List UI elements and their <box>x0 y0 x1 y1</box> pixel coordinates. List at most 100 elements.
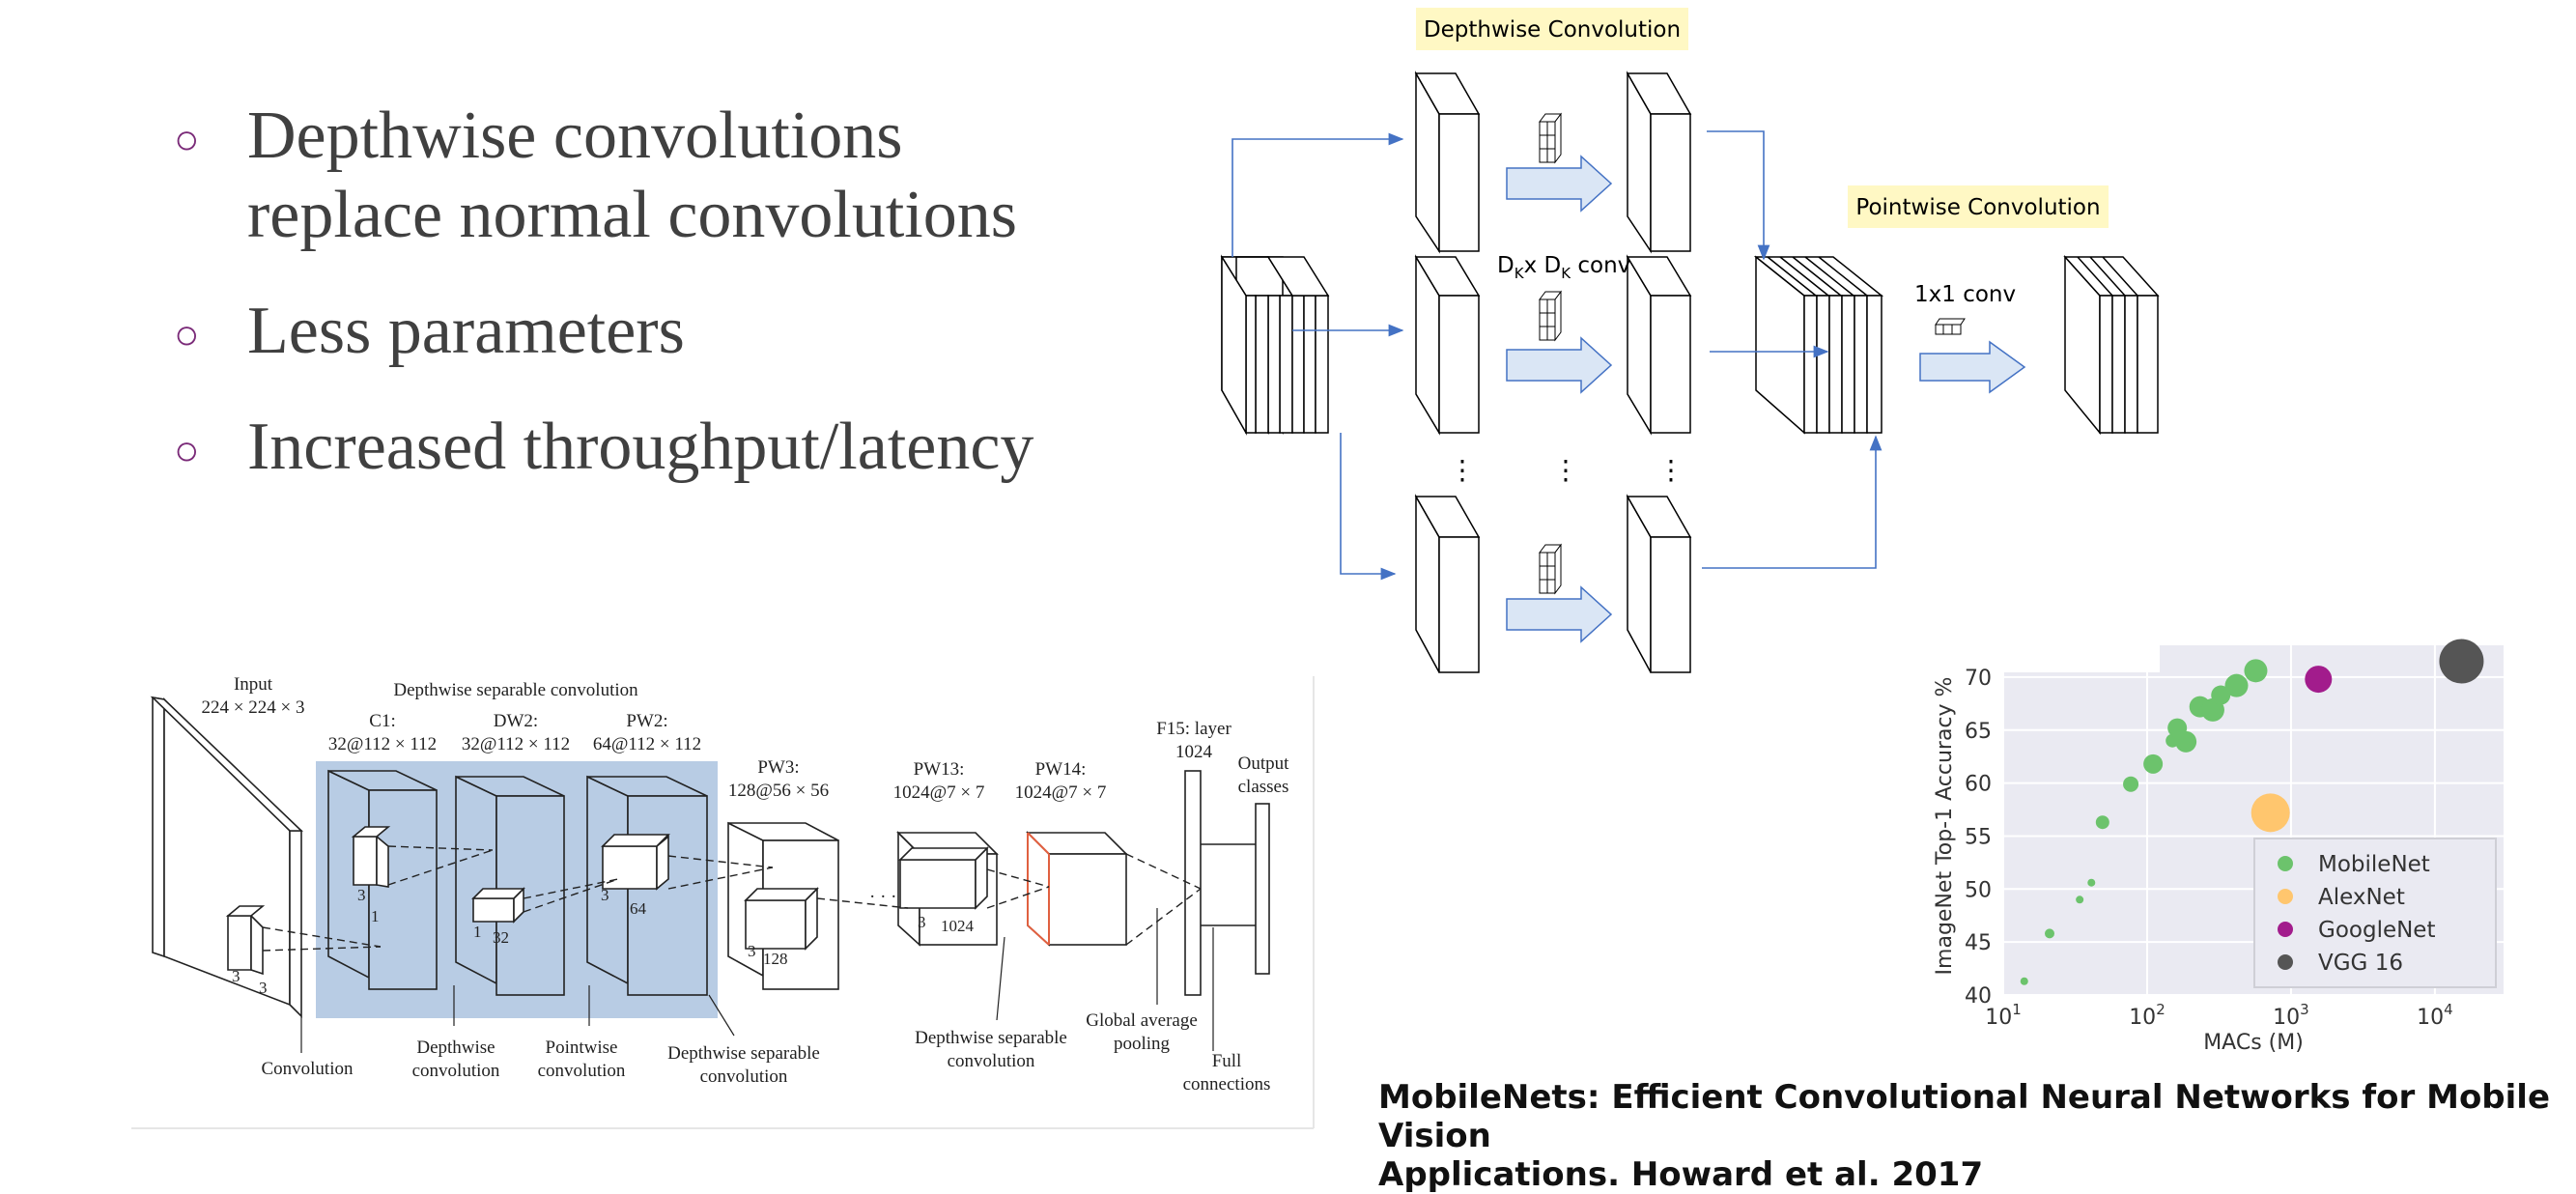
pw2-layer <box>627 795 708 996</box>
data-point <box>2020 977 2028 985</box>
bullet-item: ○ Increased throughput/latency <box>174 408 1140 487</box>
convolution-label: Convolution <box>261 1059 354 1079</box>
circle-bullet-icon: ○ <box>174 427 200 474</box>
y-tick-label: 50 <box>1965 878 1992 902</box>
one-by-one-conv-label: 1x1 conv <box>1914 282 2016 307</box>
depthwise-title: Depthwise Convolution <box>1424 17 1681 43</box>
pointwise-conv-label: Pointwise <box>546 1038 618 1058</box>
legend-label: AlexNet <box>2318 885 2405 910</box>
pw13-label: PW13: <box>914 759 965 780</box>
kernel-dim: 3 <box>259 979 268 997</box>
depthwise-title-box <box>1416 8 1688 50</box>
y-tick-label: 55 <box>1965 825 1992 849</box>
f15-layer <box>1184 770 1202 996</box>
c1-layer <box>368 789 438 990</box>
f15-label: F15: layer <box>1156 719 1231 739</box>
legend-label: GoogleNet <box>2318 918 2435 943</box>
output-slab <box>1626 494 1692 673</box>
dsc-label-4: convolution <box>948 1051 1035 1071</box>
block-arrow <box>1506 585 1613 643</box>
ellipsis: ⋮ <box>1657 454 1684 486</box>
pw3-label: PW3: <box>757 757 799 778</box>
data-point <box>2211 685 2231 705</box>
channel-slab <box>1414 254 1481 436</box>
data-point <box>2175 730 2197 753</box>
depthwise-conv-label-2: convolution <box>412 1061 500 1081</box>
data-point <box>2087 878 2096 887</box>
legend-label: MobileNet <box>2318 852 2430 877</box>
dsc-label: Depthwise separable <box>667 1043 820 1064</box>
bullet-item: ○ Less parameters <box>174 292 1140 371</box>
bullet-list: ○ Depthwise convolutions replace normal … <box>174 97 1140 524</box>
pw14-label: PW14: <box>1035 759 1087 780</box>
pw3-dims: 128@56 × 56 <box>728 781 829 801</box>
input-layer <box>152 696 165 958</box>
dw2-dims: 32@112 × 112 <box>462 734 570 754</box>
data-point <box>2045 928 2055 939</box>
full-conn-label: Full <box>1212 1051 1242 1071</box>
y-axis-label: ImageNet Top-1 Accuracy % <box>1933 677 1957 976</box>
kernel-icon <box>1539 543 1562 595</box>
legend-label: VGG 16 <box>2318 951 2403 976</box>
x-tick-label: 101 <box>1985 1001 2022 1030</box>
kernel-dim: 64 <box>630 899 647 918</box>
kernel-cube <box>744 887 819 951</box>
pw14-layer <box>1048 853 1127 946</box>
ellipsis: ⋮ <box>1552 454 1579 486</box>
c1-label: C1: <box>369 711 395 731</box>
kernel-cube <box>225 905 266 976</box>
group-label: Depthwise separable convolution <box>393 680 638 700</box>
mobilenet-architecture: Input 224 × 224 × 3 Depthwise separable … <box>131 674 1315 1129</box>
dk-conv-label: DKx DK conv <box>1497 253 1630 282</box>
block-arrow <box>1506 336 1613 394</box>
depthwise-separable-diagram: Depthwise Convolution Pointwise Convolut… <box>1220 8 2160 673</box>
output-layer <box>1255 803 1270 975</box>
input-label: Input <box>234 674 273 695</box>
kernel-dim: 1 <box>473 923 482 941</box>
circle-bullet-icon: ○ <box>174 311 200 358</box>
data-point <box>2143 753 2164 774</box>
kernel-cube <box>471 887 525 924</box>
dw2-label: DW2: <box>494 711 538 731</box>
y-tick-label: 40 <box>1965 984 1992 1009</box>
data-point <box>2095 815 2109 830</box>
kernel-cube <box>898 846 989 910</box>
kernel-dim: 128 <box>763 950 788 968</box>
legend-marker <box>2278 889 2293 904</box>
data-point <box>2123 776 2139 792</box>
pw2-label: PW2: <box>626 711 667 731</box>
bullet-text: Depthwise convolutions replace normal co… <box>247 99 1017 252</box>
f15-dims: 1024 <box>1175 742 1213 762</box>
pw14-dims: 1024@7 × 7 <box>1015 782 1107 803</box>
depthwise-conv-label: Depthwise <box>416 1038 495 1058</box>
output-slab <box>1626 254 1692 436</box>
output-slab <box>1626 71 1692 254</box>
circle-bullet-icon: ○ <box>174 116 200 163</box>
block-arrow <box>1919 340 2026 394</box>
legend-marker <box>2278 954 2293 970</box>
c1-dims: 32@112 × 112 <box>328 734 437 754</box>
kernel-dim: 1 <box>371 907 380 925</box>
y-tick-label: 45 <box>1965 931 1992 955</box>
pointwise-conv-label-2: convolution <box>538 1061 626 1081</box>
kernel-icon <box>1539 112 1562 164</box>
gap-label-2: pooling <box>1114 1034 1171 1054</box>
x-tick-label: 102 <box>2129 1001 2166 1030</box>
data-point <box>2250 793 2290 833</box>
gap-label: Global average <box>1086 1010 1198 1031</box>
ellipsis: · · · <box>869 887 896 907</box>
data-point <box>2224 673 2249 697</box>
merged-stack <box>1753 255 1884 435</box>
dsc-label-3: Depthwise separable <box>915 1028 1067 1048</box>
y-tick-label: 70 <box>1965 667 1992 691</box>
channel-slab <box>1414 494 1481 673</box>
kernel-dim: 32 <box>493 928 509 947</box>
kernel-cube <box>351 826 391 888</box>
kernel-icon <box>1539 290 1562 342</box>
kernel-dim: 3 <box>748 942 756 960</box>
kernel-dim: 3 <box>601 886 609 904</box>
pw13-dims: 1024@7 × 7 <box>893 782 985 803</box>
pointwise-title-box <box>1848 185 2109 228</box>
ellipsis: ⋮ <box>1449 454 1476 486</box>
y-tick-label: 65 <box>1965 720 1992 744</box>
